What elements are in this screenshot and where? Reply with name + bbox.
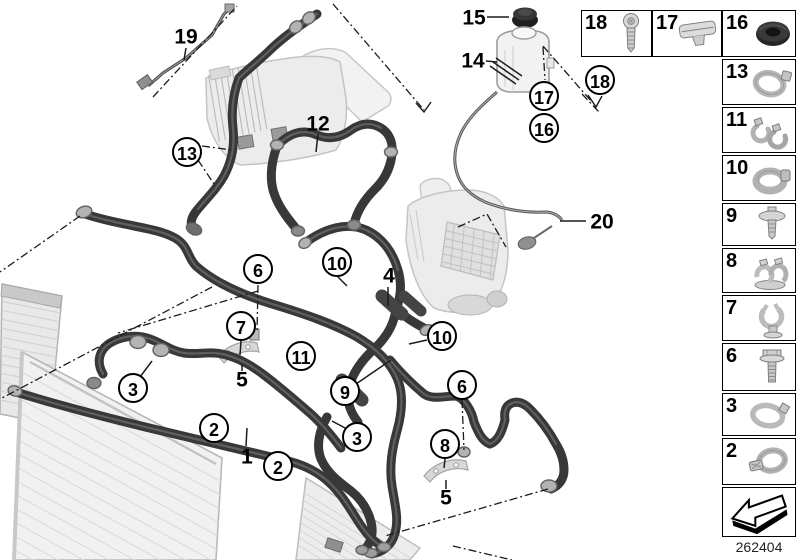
- legend-item-11[interactable]: 11: [722, 107, 796, 153]
- callout-7[interactable]: 7: [226, 311, 256, 341]
- leader-arrowheads: [415, 94, 603, 114]
- hose-12-elbow-left: [266, 141, 303, 236]
- callout-2-left[interactable]: 2: [199, 413, 229, 443]
- legend-item-6[interactable]: 6: [722, 343, 796, 391]
- hose-right-zigzag: [385, 355, 569, 494]
- leader-lines-dashdot: [0, 3, 600, 560]
- callout-17[interactable]: 17: [529, 81, 559, 111]
- callout-3-left[interactable]: 3: [118, 373, 148, 403]
- elbow-to-cooler: [398, 290, 427, 317]
- label-5-lower[interactable]: 5: [440, 486, 452, 510]
- legend-item-18[interactable]: 18: [581, 10, 652, 57]
- pipe-clip-icon: [758, 302, 785, 339]
- hex-flange-bolt-icon: [759, 349, 785, 383]
- legend-item-16[interactable]: 16: [722, 10, 796, 57]
- expansion-clip-icon: [678, 20, 717, 46]
- legend-num-9: 9: [726, 205, 738, 227]
- label-1[interactable]: 1: [241, 445, 253, 469]
- legend-num-3: 3: [726, 395, 738, 417]
- level-sensor-20: [517, 236, 537, 250]
- washer-screw-icon: [758, 206, 786, 240]
- callout-6-right[interactable]: 6: [447, 370, 477, 400]
- legend-num-7: 7: [726, 297, 738, 319]
- rubber-grommet-icon: [756, 21, 790, 46]
- mounting-bracket-lower: [423, 459, 469, 483]
- hose-12-elbow-right: [349, 148, 397, 229]
- legend-item-2[interactable]: 2: [722, 438, 796, 485]
- legend-item-3[interactable]: 3: [722, 393, 796, 436]
- callout-9[interactable]: 9: [330, 376, 360, 406]
- label-5-upper[interactable]: 5: [236, 368, 248, 392]
- torx-screw-icon: [623, 13, 639, 53]
- coolant-hoses: [11, 9, 569, 559]
- legend-num-16: 16: [726, 12, 749, 34]
- hose-4-junction: [343, 304, 401, 427]
- label-4[interactable]: 4: [383, 264, 395, 288]
- label-19[interactable]: 19: [174, 25, 198, 49]
- direction-arrow-icon: [730, 494, 788, 535]
- double-pipe-clip-icon: [754, 257, 789, 290]
- callout-13[interactable]: 13: [172, 137, 202, 167]
- callout-10-right[interactable]: 10: [427, 321, 457, 351]
- callout-6-left[interactable]: 6: [243, 254, 273, 284]
- callout-3-right[interactable]: 3: [342, 422, 372, 452]
- expansion-tank: [496, 7, 555, 93]
- hose-clamp-ring-icon: [752, 167, 791, 195]
- ghost-components: [0, 7, 555, 560]
- label-15[interactable]: 15: [462, 6, 486, 30]
- worm-drive-clamp-icon: [748, 447, 788, 474]
- label-14[interactable]: 14: [461, 49, 485, 73]
- callout-8[interactable]: 8: [430, 429, 460, 459]
- legend-item-13[interactable]: 13: [722, 59, 796, 105]
- callout-10-upper[interactable]: 10: [322, 247, 352, 277]
- hose-3-vertical: [314, 412, 377, 556]
- legend-num-6: 6: [726, 345, 738, 367]
- legend-item-17[interactable]: 17: [652, 10, 722, 57]
- legend-num-18: 18: [585, 12, 608, 34]
- callout-18[interactable]: 18: [585, 65, 615, 95]
- legend-num-10: 10: [726, 157, 749, 179]
- legend-num-8: 8: [726, 250, 738, 272]
- document-number: 262404: [735, 539, 783, 555]
- legend-num-13: 13: [726, 61, 749, 83]
- band-clamp-icon: [750, 402, 791, 429]
- hose-clamp-band-icon: [752, 69, 793, 98]
- legend-item-9[interactable]: 9: [722, 203, 796, 246]
- legend-item-10[interactable]: 10: [722, 155, 796, 201]
- legend-num-2: 2: [726, 440, 738, 462]
- legend-item-7[interactable]: 7: [722, 295, 796, 341]
- t-junction-upper: [375, 289, 409, 321]
- callout-11[interactable]: 11: [286, 341, 316, 371]
- double-spring-clamps-icon: [750, 117, 789, 150]
- expansion-tank-vent-pipe: [453, 90, 564, 250]
- label-20[interactable]: 20: [590, 210, 614, 234]
- callout-2-right[interactable]: 2: [263, 451, 293, 481]
- hose-fittings: [7, 11, 558, 559]
- callout-16[interactable]: 16: [529, 113, 559, 143]
- legend-direction-arrow: [722, 487, 796, 537]
- legend-num-17: 17: [656, 12, 679, 34]
- charge-air-cooler: [405, 177, 509, 316]
- label-12[interactable]: 12: [306, 112, 330, 136]
- legend-num-11: 11: [726, 109, 748, 131]
- legend-item-8[interactable]: 8: [722, 248, 796, 293]
